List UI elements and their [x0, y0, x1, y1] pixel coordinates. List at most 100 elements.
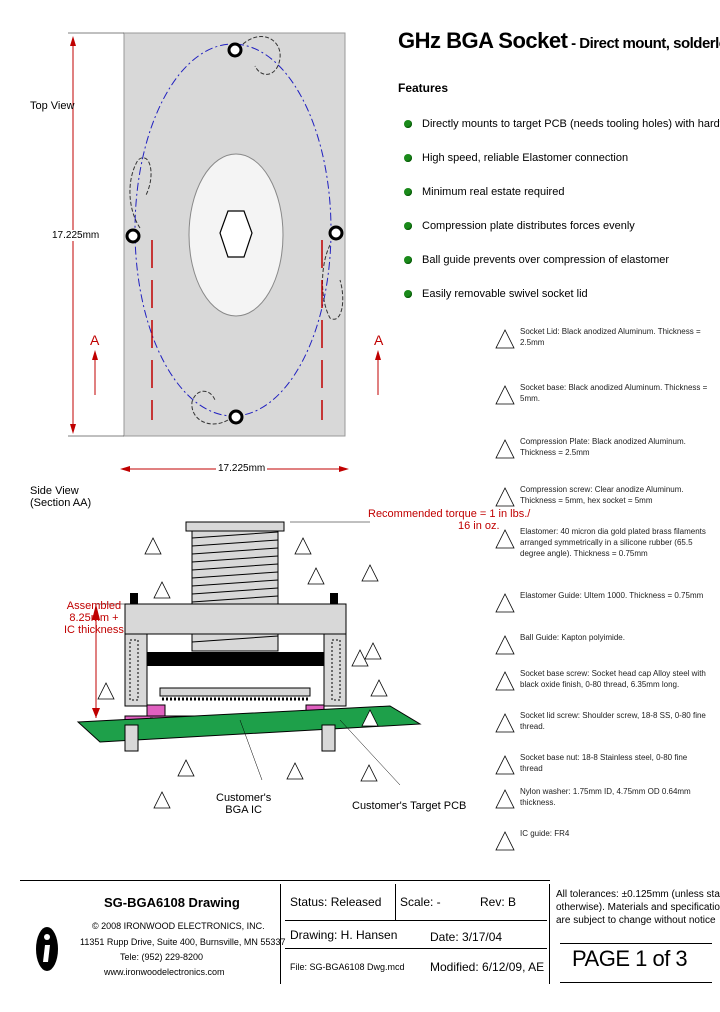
- legend-item: Socket lid screw: Shoulder screw, 18-8 S…: [494, 710, 714, 750]
- website: www.ironwoodelectronics.com: [104, 967, 225, 977]
- callout-triangle-icon: [495, 713, 515, 733]
- section-marker-right: A: [374, 332, 384, 348]
- drawing-title: GHz BGA Socket - Direct mount, solderles…: [398, 28, 720, 54]
- feature-text: Directly mounts to target PCB (needs too…: [422, 118, 720, 130]
- feature-text: Compression plate distributes forces eve…: [422, 220, 635, 232]
- legend-item: Socket Lid: Black anodized Aluminum. Thi…: [494, 326, 714, 366]
- page-number: PAGE 1 of 3: [572, 946, 688, 971]
- section-marker-left: A: [90, 332, 100, 348]
- bolt-hole-icon: [125, 228, 141, 244]
- feature-text: Ball guide prevents over compression of …: [422, 254, 670, 266]
- bullet-icon: [404, 256, 412, 264]
- copyright: © 2008 IRONWOOD ELECTRONICS, INC.: [92, 921, 265, 931]
- callout-triangle-icon: [495, 831, 515, 851]
- callout-triangle-icon: [495, 487, 515, 507]
- bullet-icon: [404, 120, 412, 128]
- side-view-drawing: [76, 521, 422, 809]
- top-view-label: Top View: [30, 100, 75, 112]
- legend-item: Elastomer: 40 micron dia gold plated bra…: [494, 526, 714, 582]
- swivel-slot: [242, 36, 281, 75]
- legend-text: Socket lid screw: Shoulder screw, 18-8 S…: [520, 711, 706, 731]
- feature-item: Directly mounts to target PCB (needs too…: [404, 118, 720, 130]
- callout-triangle-icon: [495, 385, 515, 405]
- legend-text: Socket base screw: Socket head cap Alloy…: [520, 669, 706, 689]
- socket-base-left: [124, 633, 148, 707]
- bullet-icon: [404, 154, 412, 162]
- legend-item: Socket base: Black anodized Aluminum. Th…: [494, 382, 714, 422]
- assembled-line1: Assembled: [66, 600, 122, 612]
- file-name: File: SG-BGA6108 Dwg.mcd: [290, 962, 405, 972]
- base-nut: [124, 724, 139, 752]
- legend-text: Elastomer: 40 micron dia gold plated bra…: [520, 527, 706, 558]
- bolt-hole-icon: [328, 225, 344, 241]
- customer-bga-label: Customer's BGA IC: [216, 792, 271, 816]
- modified: Modified: 6/12/09, AE: [430, 960, 545, 974]
- legend-item: Socket base screw: Socket head cap Alloy…: [494, 668, 714, 708]
- target-pcb: [76, 705, 422, 743]
- hex-socket-icon: [219, 210, 253, 258]
- callout-triangle-icon: [495, 593, 515, 613]
- feature-text: Easily removable swivel socket lid: [422, 288, 588, 300]
- bullet-icon: [404, 188, 412, 196]
- drawn-by: Drawing: H. Hansen: [290, 928, 398, 942]
- legend-item: IC guide: FR4: [494, 828, 714, 868]
- side-view-label: Side View (Section AA): [30, 485, 91, 509]
- customer-bga-line1: Customer's: [216, 792, 272, 804]
- top-view-drawing: [68, 32, 381, 472]
- legend-item: Ball Guide: Kapton polyimide.: [494, 632, 714, 672]
- bullet-icon: [404, 222, 412, 230]
- address: 11351 Rupp Drive, Suite 400, Burnsville,…: [80, 937, 286, 947]
- tolerances-line1: All tolerances: ±0.125mm (unless stated: [556, 889, 720, 900]
- side-view-label-line1: Side View: [30, 485, 79, 497]
- compression-screw-head: [185, 521, 285, 532]
- legend-text: Ball Guide: Kapton polyimide.: [520, 633, 625, 642]
- assembled-line3: IC thickness: [64, 624, 124, 636]
- drawing-name: SG-BGA6108 Drawing: [104, 895, 240, 910]
- revision: Rev: B: [480, 895, 517, 909]
- title-main: GHz BGA Socket: [398, 28, 568, 53]
- callout-triangle-icon: [495, 439, 515, 459]
- title-subtitle: - Direct mount, solderless: [571, 35, 720, 52]
- feature-text: High speed, reliable Elastomer connectio…: [422, 152, 629, 164]
- socket-base-right: [323, 633, 347, 707]
- feature-text: Minimum real estate required: [422, 186, 565, 198]
- assembled-line2: 8.25mm +: [69, 612, 119, 624]
- legend-text: Elastomer Guide: Ultem 1000. Thickness =…: [520, 591, 704, 600]
- torque-line1: Recommended torque = 1 in lbs./: [368, 508, 531, 520]
- customer-pcb-label: Customer's Target PCB: [352, 800, 467, 812]
- tolerances-line2: otherwise). Materials and specifications: [556, 902, 720, 913]
- feature-item: High speed, reliable Elastomer connectio…: [404, 152, 628, 164]
- feature-item: Compression plate distributes forces eve…: [404, 220, 635, 232]
- legend-item: Elastomer Guide: Ultem 1000. Thickness =…: [494, 590, 714, 630]
- torque-note: Recommended torque = 1 in lbs./ 16 in oz…: [368, 508, 530, 532]
- legend-item: Socket base nut: 18-8 Stainless steel, 0…: [494, 752, 714, 792]
- features-heading: Features: [398, 81, 449, 95]
- tolerances-line3: are subject to change without notice: [556, 915, 716, 926]
- legend-text: IC guide: FR4: [520, 829, 570, 838]
- torque-line2: 16 in oz.: [458, 520, 500, 532]
- legend-text: Socket base: Black anodized Aluminum. Th…: [520, 383, 708, 403]
- side-view-label-line2: (Section AA): [30, 497, 92, 509]
- feature-item: Minimum real estate required: [404, 186, 564, 198]
- base-nut: [321, 724, 336, 752]
- callout-triangle-icon: [495, 529, 515, 549]
- swivel-slot: [129, 157, 152, 229]
- bga-ic: [159, 687, 311, 697]
- dim-horizontal-label: 17.225mm: [216, 463, 268, 474]
- callout-triangle-icon: [495, 789, 515, 809]
- dim-vertical-label: 17.225mm: [52, 230, 100, 241]
- ironwood-logo-icon: [36, 927, 58, 971]
- telephone: Tele: (952) 229-8200: [120, 952, 204, 962]
- status: Status: Released: [290, 895, 382, 909]
- legend-item: Compression Plate: Black anodized Alumin…: [494, 436, 714, 476]
- legend-text: Compression Plate: Black anodized Alumin…: [520, 437, 686, 457]
- swivel-slot: [322, 244, 344, 320]
- legend-item: Compression screw: Clear anodize Aluminu…: [494, 484, 714, 524]
- assembled-height-note: Assembled 8.25mm + IC thickness: [64, 600, 124, 636]
- swivel-slot: [191, 390, 229, 425]
- bolt-hole-icon: [227, 42, 243, 58]
- legend-text: Socket Lid: Black anodized Aluminum. Thi…: [520, 327, 701, 347]
- socket-lid: [124, 603, 347, 635]
- scale: Scale: -: [400, 895, 441, 909]
- compression-plate: [147, 652, 324, 666]
